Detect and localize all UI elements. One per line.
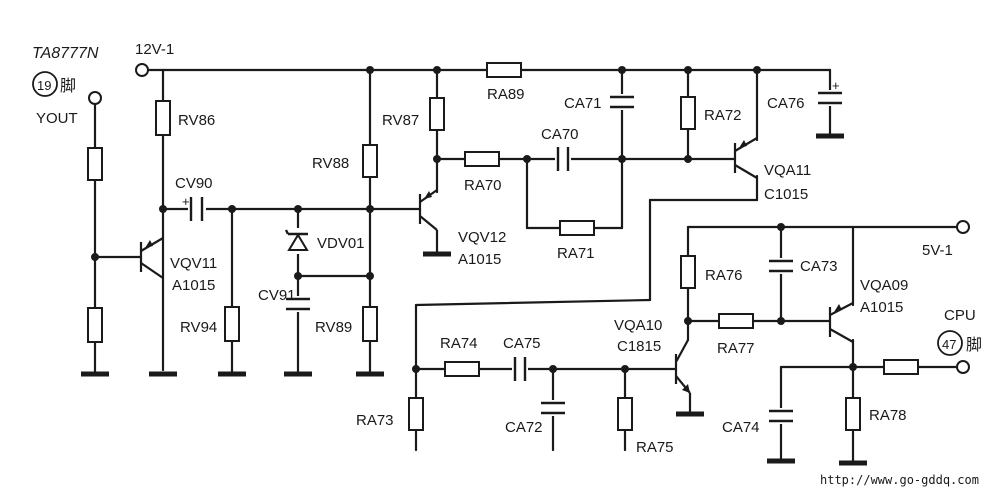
- capacitor-ca71: [609, 94, 635, 110]
- label-ra74: RA74: [440, 335, 478, 352]
- resistor-ra89: [486, 62, 522, 78]
- label-rv87: RV87: [382, 112, 419, 129]
- label-ra76: RA76: [705, 267, 743, 284]
- resistor-ra74: [444, 361, 480, 377]
- resistor-rv88: [362, 144, 378, 178]
- resistor-yout-upper: [87, 147, 103, 181]
- resistor-rv87: [429, 97, 445, 131]
- pin47-suffix: 脚: [966, 336, 982, 354]
- label-ra71: RA71: [557, 245, 595, 262]
- yout-label: YOUT: [36, 110, 78, 127]
- label-ra72: RA72: [704, 107, 742, 124]
- label-vdv01: VDV01: [317, 235, 365, 252]
- resistor-ra70: [464, 151, 500, 167]
- pin19-number: 19: [37, 78, 51, 93]
- capacitor-ca76: [817, 90, 843, 106]
- resistor-rv89: [362, 306, 378, 342]
- label-vqa09: VQA09: [860, 277, 908, 294]
- transistor-vqa09: [828, 302, 854, 343]
- resistor-ra73: [408, 397, 424, 431]
- label-vqv12: VQV12: [458, 229, 506, 246]
- label-ca72: CA72: [505, 419, 543, 436]
- label-vqv11: VQV11: [170, 255, 217, 272]
- cpu-label: CPU: [944, 307, 976, 324]
- capacitor-cv91: [285, 296, 311, 312]
- label-vqv12-type: A1015: [458, 251, 501, 268]
- terminal-5v: [956, 220, 970, 234]
- plus-cv90: +: [182, 194, 190, 209]
- capacitor-ca70: [555, 146, 571, 172]
- label-vqa10-type: C1815: [617, 338, 661, 355]
- resistor-cpu: [883, 359, 919, 375]
- label-ca76: CA76: [767, 95, 805, 112]
- capacitor-ca73: [768, 258, 794, 274]
- label-rv86: RV86: [178, 112, 215, 129]
- label-rv94: RV94: [180, 319, 217, 336]
- label-ra77: RA77: [717, 340, 755, 357]
- terminal-yout: [88, 91, 102, 105]
- label-ca75: CA75: [503, 335, 541, 352]
- pin19-suffix: 脚: [60, 77, 76, 95]
- terminal-12v: [135, 63, 149, 77]
- label-ca70: CA70: [541, 126, 579, 143]
- transistor-vqa11: [733, 137, 758, 179]
- ground-symbols: [81, 133, 867, 466]
- v12-label: 12V-1: [135, 41, 174, 58]
- label-vqa11: VQA11: [764, 162, 811, 179]
- label-ra73: RA73: [356, 412, 394, 429]
- label-rv88: RV88: [312, 155, 349, 172]
- label-ca73: CA73: [800, 258, 838, 275]
- capacitor-cv90: [188, 196, 206, 222]
- pin19-circle: [32, 71, 58, 97]
- resistor-ra78: [845, 397, 861, 431]
- pin47-circle: [937, 330, 963, 356]
- resistor-ra71: [559, 220, 595, 236]
- v5-label: 5V-1: [922, 242, 953, 259]
- resistor-rv94: [224, 306, 240, 342]
- pin47-number: 47: [942, 337, 956, 352]
- resistor-rv86: [155, 100, 171, 136]
- junction-dots: [91, 66, 857, 373]
- label-ra89: RA89: [487, 86, 525, 103]
- plus-ca76: +: [832, 78, 840, 93]
- label-ca74: CA74: [722, 419, 760, 436]
- label-vqa11-type: C1015: [764, 186, 808, 203]
- capacitor-ca72: [540, 400, 566, 416]
- label-cv90: CV90: [175, 175, 213, 192]
- label-vqa10: VQA10: [614, 317, 662, 334]
- resistor-ra75: [617, 397, 633, 431]
- capacitor-ca74: [768, 408, 794, 424]
- watermark-url: http://www.go-gddq.com: [820, 473, 979, 487]
- label-vqv11-type: A1015: [172, 277, 215, 294]
- label-ca71: CA71: [564, 95, 602, 112]
- label-ra75: RA75: [636, 439, 674, 456]
- transistor-vqv12: [418, 189, 439, 252]
- transistor-vqv11: [139, 237, 164, 279]
- label-ra78: RA78: [869, 407, 907, 424]
- capacitor-ca75: [512, 356, 528, 382]
- label-rv89: RV89: [315, 319, 352, 336]
- resistor-ra72: [680, 96, 696, 130]
- ic-label: TA8777N: [32, 45, 99, 62]
- terminal-cpu: [956, 360, 970, 374]
- label-ra70: RA70: [464, 177, 502, 194]
- label-cv91: CV91: [258, 287, 296, 304]
- resistor-ra77: [718, 313, 754, 329]
- resistor-ra76: [680, 255, 696, 289]
- zener-diode-vdv01: [284, 228, 310, 254]
- resistor-yout-lower: [87, 307, 103, 343]
- label-vqa09-type: A1015: [860, 299, 903, 316]
- transistor-vqa10: [674, 339, 692, 412]
